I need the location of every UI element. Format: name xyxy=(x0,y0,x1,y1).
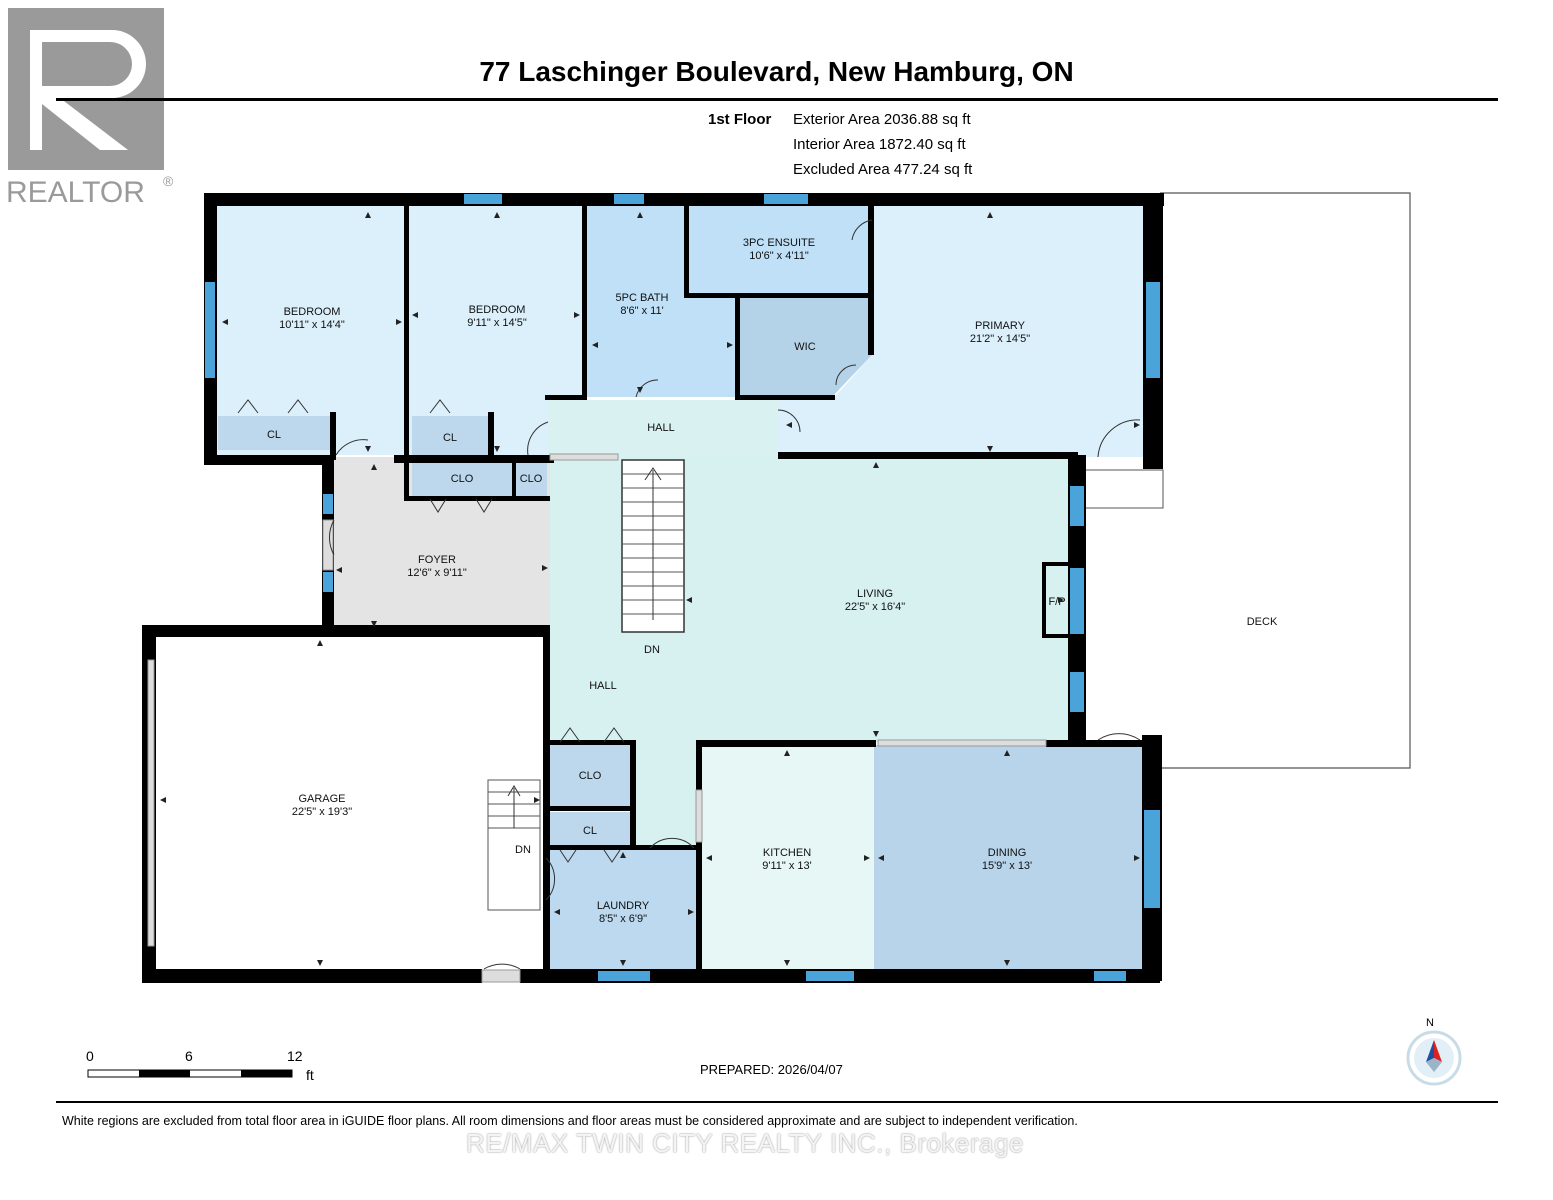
scale-bar: 0 6 12 ft xyxy=(80,1046,330,1091)
dining-fill xyxy=(874,745,1150,969)
excluded-area: Excluded Area 477.24 sq ft xyxy=(793,161,973,178)
scale-tick-6: 6 xyxy=(185,1048,193,1064)
laundry-size: 8'5" x 6'9" xyxy=(599,913,647,925)
foyer-size: 12'6" x 9'11" xyxy=(407,567,467,579)
scale-tick-0: 0 xyxy=(86,1048,94,1064)
prepared-date: PREPARED: 2026/04/07 xyxy=(700,1062,843,1077)
scale-tick-12: 12 xyxy=(287,1048,303,1064)
hall-top-label: HALL xyxy=(647,422,675,434)
bath5pc-size: 8'6" x 11' xyxy=(620,305,663,317)
deck-area xyxy=(1084,192,1411,769)
garage-size: 22'5" x 19'3" xyxy=(292,806,352,818)
cl3-fill xyxy=(550,812,632,848)
cl3-label: CL xyxy=(583,825,597,837)
dining-size: 15'9" x 13' xyxy=(982,860,1032,872)
disclaimer-text: White regions are excluded from total fl… xyxy=(62,1114,1078,1128)
registered-mark: ® xyxy=(163,173,174,189)
laundry-fill xyxy=(550,848,696,969)
exterior-area: Exterior Area 2036.88 sq ft xyxy=(793,111,971,128)
compass: N xyxy=(1400,1012,1470,1093)
wic-fill xyxy=(736,295,872,397)
garage-stairs xyxy=(487,779,541,911)
header-divider xyxy=(56,98,1498,101)
cl2-fill xyxy=(412,416,490,456)
living-size: 22'5" x 16'4" xyxy=(845,601,905,613)
clo2-fill xyxy=(515,462,547,496)
bedroom2-size: 9'11" x 14'5" xyxy=(467,317,527,329)
living-label: LIVING xyxy=(857,588,893,600)
dimension-arrows xyxy=(160,212,1140,966)
realtor-logo: REALTOR ® xyxy=(0,0,180,210)
primary-size: 21'2" x 14'5" xyxy=(970,333,1030,345)
scale-unit: ft xyxy=(306,1067,314,1083)
windows xyxy=(205,194,1160,981)
cl2-label: CL xyxy=(443,432,457,444)
foyer-label: FOYER xyxy=(418,554,456,566)
clo1-fill xyxy=(412,462,512,496)
property-address-title: 77 Laschinger Boulevard, New Hamburg, ON xyxy=(479,56,1074,87)
cl1-label: CL xyxy=(267,429,281,441)
openings xyxy=(147,453,1047,983)
fireplace-label: F/P xyxy=(1048,596,1065,608)
dining-label: DINING xyxy=(988,847,1027,859)
hall-top-fill xyxy=(548,400,778,457)
kitchen-fill xyxy=(700,745,874,969)
ensuite-size: 10'6" x 4'11" xyxy=(749,250,809,262)
kitchen-label: KITCHEN xyxy=(763,847,811,859)
main-stairs xyxy=(621,459,685,633)
garage-dn-label: DN xyxy=(515,844,531,856)
door-swings xyxy=(237,219,1141,970)
laundry-label: LAUNDRY xyxy=(597,900,650,912)
compass-north-icon xyxy=(1406,1030,1462,1086)
bedroom1-size: 10'11" x 14'4" xyxy=(279,319,345,331)
bath5pc-label: 5PC BATH xyxy=(616,292,669,304)
clo3-label: CLO xyxy=(579,770,602,782)
clo3-fill xyxy=(550,744,632,808)
wic-label: WIC xyxy=(794,341,815,353)
deck-label: DECK xyxy=(1247,616,1278,628)
clo1-label: CLO xyxy=(451,473,474,485)
garage-fill xyxy=(150,634,544,974)
floor-label: 1st Floor xyxy=(708,111,772,128)
clo2-label: CLO xyxy=(520,473,543,485)
realtor-r-logo xyxy=(8,8,164,170)
primary-fill xyxy=(778,205,1148,457)
hall-mid-label: HALL xyxy=(589,680,617,692)
compass-north-label: N xyxy=(1426,1017,1434,1029)
brokerage-watermark: RE/MAX TWIN CITY REALTY INC., Brokerage xyxy=(466,1128,1024,1158)
realtor-wordmark: REALTOR xyxy=(6,176,145,209)
room-labels: BEDROOM 10'11" x 14'4" BEDROOM 9'11" x 1… xyxy=(267,237,1278,925)
ensuite-label: 3PC ENSUITE xyxy=(743,237,815,249)
bedroom2-label: BEDROOM xyxy=(469,304,526,316)
ensuite-fill xyxy=(686,205,872,295)
kitchen-size: 9'11" x 13' xyxy=(762,860,812,872)
bedroom1-label: BEDROOM xyxy=(284,306,341,318)
cl1-fill xyxy=(218,416,330,450)
interior-area: Interior Area 1872.40 sq ft xyxy=(793,136,966,153)
bedroom1-fill xyxy=(212,205,406,455)
stairs-dn-label: DN xyxy=(644,644,660,656)
footer-divider xyxy=(56,1101,1498,1103)
primary-label: PRIMARY xyxy=(975,320,1026,332)
garage-label: GARAGE xyxy=(298,793,345,805)
